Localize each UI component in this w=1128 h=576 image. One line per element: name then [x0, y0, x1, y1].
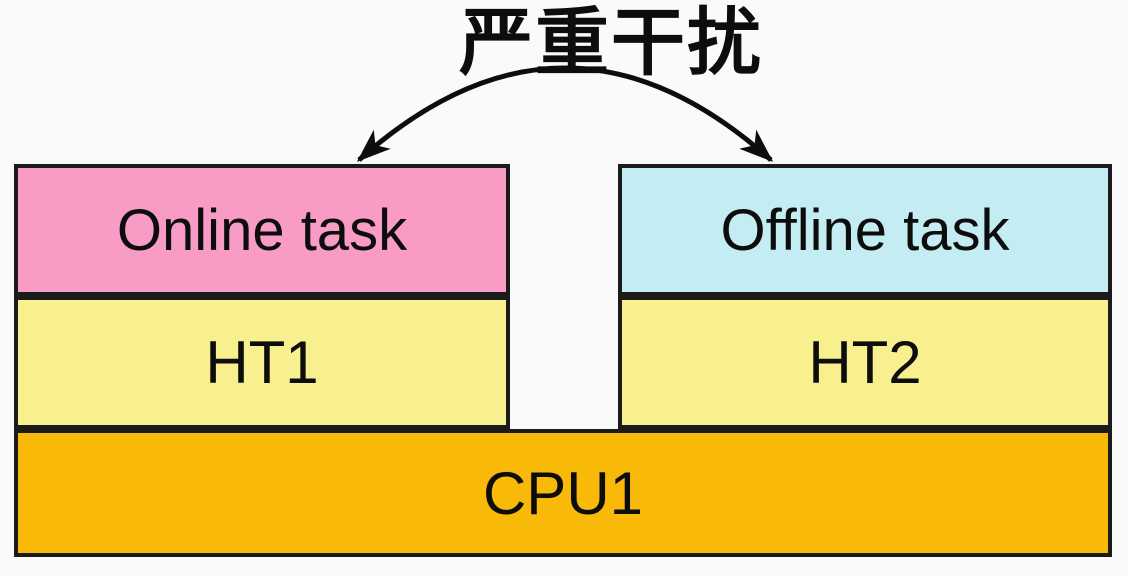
- hyperthread-2-label: HT2: [808, 329, 922, 396]
- cpu-box: CPU1: [14, 429, 1112, 557]
- hyperthread-1-box: HT1: [14, 296, 510, 429]
- hyperthread-2-box: HT2: [618, 296, 1112, 429]
- diagram-title: 严重干扰: [459, 1, 763, 84]
- offline-task-box: Offline task: [618, 164, 1112, 296]
- hyperthread-1-label: HT1: [205, 329, 319, 396]
- online-task-box: Online task: [14, 164, 510, 296]
- cpu-label: CPU1: [482, 459, 644, 527]
- offline-task-label: Offline task: [720, 197, 1010, 263]
- online-task-label: Online task: [116, 197, 408, 263]
